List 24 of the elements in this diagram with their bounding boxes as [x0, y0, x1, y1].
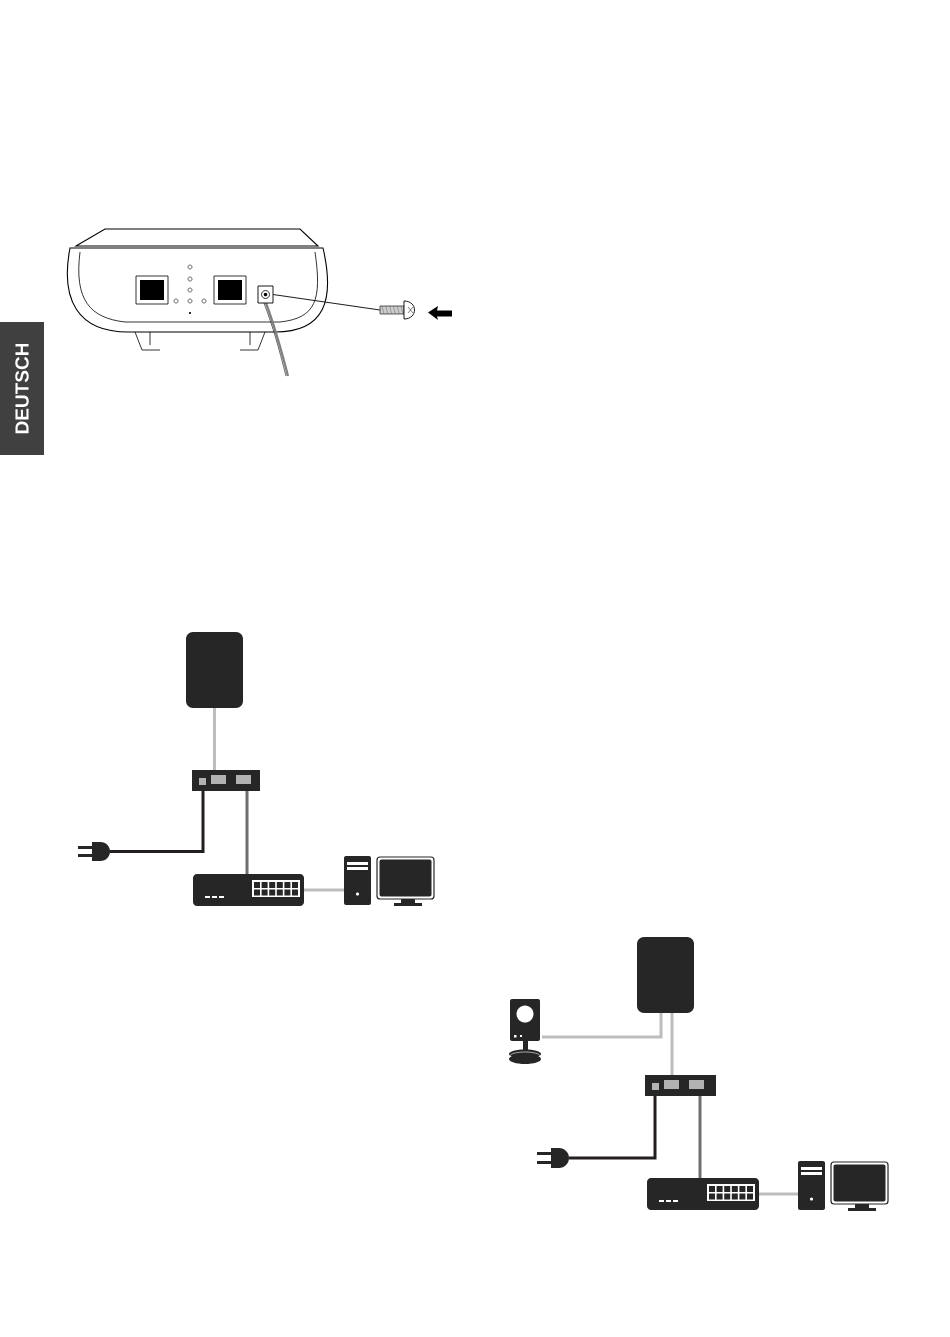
computer-drawing — [798, 1161, 889, 1211]
cable-line — [304, 888, 344, 892]
plug-drawing — [78, 842, 110, 861]
camera-drawing — [509, 999, 541, 1064]
plug-drawing — [537, 1148, 569, 1168]
switch-drawing — [647, 1178, 759, 1210]
cable-line — [569, 1096, 657, 1160]
cable-line — [542, 1013, 663, 1039]
screw-drawing — [379, 300, 415, 320]
leader-line — [272, 294, 381, 311]
cable-line — [213, 708, 216, 770]
switch-drawing — [193, 874, 304, 906]
cable-line — [698, 1096, 702, 1178]
access-point-drawing — [186, 632, 243, 708]
access-point-drawing — [637, 937, 694, 1013]
poe-injector-drawing — [645, 1075, 716, 1096]
power-jack — [257, 285, 274, 304]
cable-line — [110, 791, 205, 853]
cable-line — [245, 791, 249, 874]
poe-injector-drawing — [192, 770, 260, 791]
cable-line — [759, 1192, 798, 1196]
cable-line — [670, 1013, 674, 1075]
computer-drawing — [344, 856, 435, 906]
language-tab: DEUTSCH — [0, 322, 44, 455]
